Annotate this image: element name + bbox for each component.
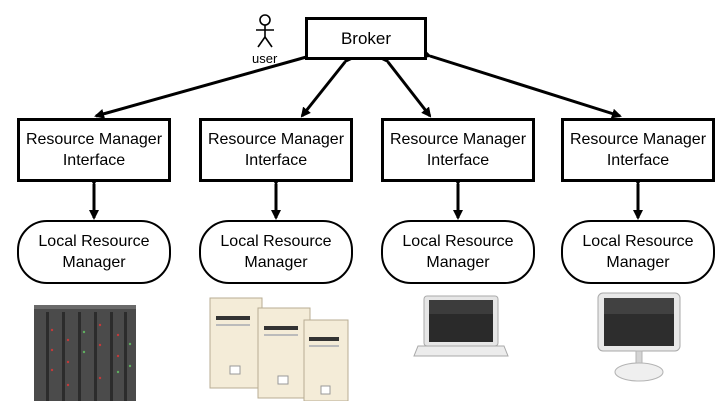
local-resource-manager-4: Local Resource Manager — [561, 220, 715, 284]
interface-3-line2: Interface — [426, 152, 490, 169]
interface-4-line2: Interface — [606, 152, 670, 169]
resource-manager-interface-2: Resource Manager Interface — [199, 118, 353, 182]
local-resource-manager-2: Local Resource Manager — [199, 220, 353, 284]
broker-interface-4-arrow — [420, 48, 622, 119]
broker-interface-3-arrow — [379, 52, 432, 118]
local-manager-2-line2: Manager — [244, 254, 308, 271]
broker-interface-2-arrow — [300, 52, 354, 118]
local-resource-manager-3: Local Resource Manager — [381, 220, 535, 284]
resource-manager-interface-3: Resource Manager Interface — [381, 118, 535, 182]
resource-manager-interface-4: Resource Manager Interface — [561, 118, 715, 182]
local-manager-4-line2: Manager — [606, 254, 670, 271]
local-manager-1-line1: Local Resource — [38, 233, 150, 250]
local-manager-2-line1: Local Resource — [220, 233, 332, 250]
interface-1-line2: Interface — [62, 152, 126, 169]
local-manager-3-line1: Local Resource — [402, 233, 514, 250]
interface-2-line2: Interface — [244, 152, 308, 169]
broker-box: Broker — [305, 17, 427, 60]
broker-label: Broker — [340, 28, 392, 48]
interface-3-line1: Resource Manager — [389, 131, 527, 148]
interface-2-line1: Resource Manager — [207, 131, 345, 148]
imac-computer-icon — [597, 292, 681, 382]
local-manager-1-line2: Manager — [62, 254, 126, 271]
broker-interface-1-arrow — [94, 49, 320, 119]
server-rack-icon — [34, 305, 136, 401]
laptop-icon — [413, 295, 509, 357]
user-label: user — [252, 51, 278, 66]
local-manager-3-line2: Manager — [426, 254, 490, 271]
local-resource-manager-1: Local Resource Manager — [17, 220, 171, 284]
interface-4-line1: Resource Manager — [569, 131, 707, 148]
desktop-towers-icon — [209, 297, 349, 401]
resource-manager-interface-1: Resource Manager Interface — [17, 118, 171, 182]
interface-1-line1: Resource Manager — [25, 131, 163, 148]
local-manager-4-line1: Local Resource — [582, 233, 694, 250]
stick-figure-user-icon — [256, 14, 274, 48]
